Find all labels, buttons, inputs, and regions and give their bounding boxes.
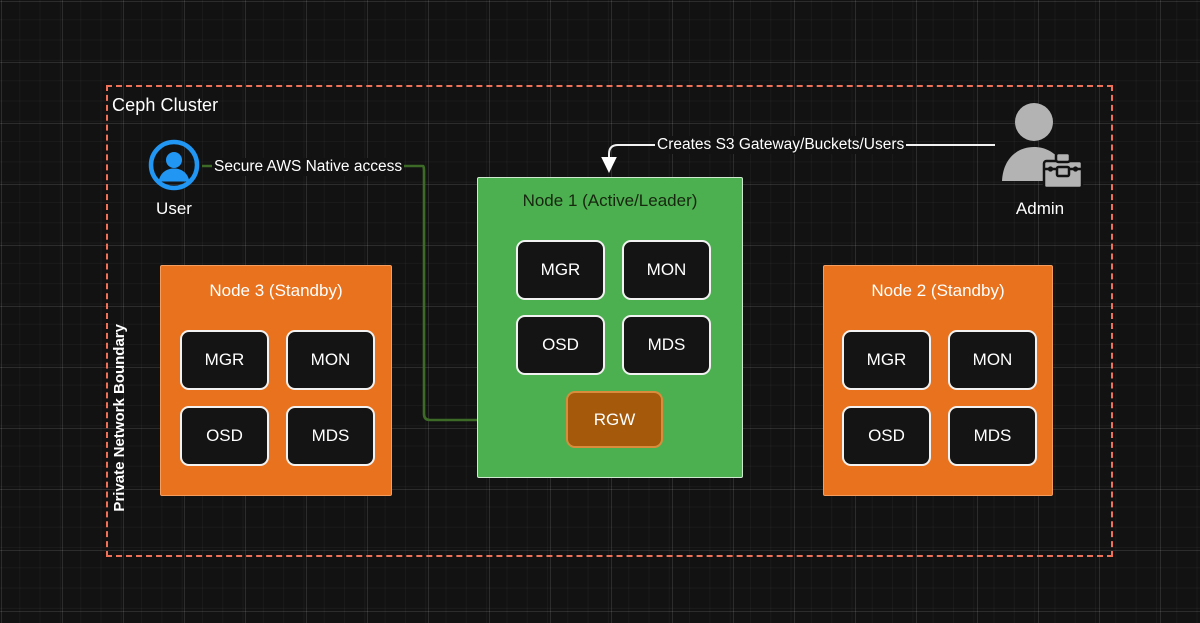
node-1-service-mds[interactable]: MDS [622, 315, 711, 375]
ceph-cluster-boundary [106, 85, 1113, 557]
node-1-service-mon[interactable]: MON [622, 240, 711, 300]
node-3-service-mon[interactable]: MON [286, 330, 375, 390]
user-icon[interactable] [148, 139, 200, 191]
admin-label: Admin [1015, 199, 1065, 218]
node-2-title: Node 2 (Standby) [871, 281, 1005, 300]
node-3-service-mds[interactable]: MDS [286, 406, 375, 466]
user-label: User [156, 199, 192, 218]
node-2-box[interactable]: Node 2 (Standby) MGR MON OSD MDS [823, 265, 1053, 496]
edge-label-creates-s3-gateway: Creates S3 Gateway/Buckets/Users [655, 136, 907, 154]
node-1-service-mgr[interactable]: MGR [516, 240, 605, 300]
edge-label-secure-aws-native-access: Secure AWS Native access [212, 158, 405, 176]
node-2-service-mon[interactable]: MON [948, 330, 1037, 390]
node-1-title: Node 1 (Active/Leader) [522, 191, 698, 210]
node-2-service-mds[interactable]: MDS [948, 406, 1037, 466]
ceph-cluster-title: Ceph Cluster [112, 95, 219, 115]
node-3-service-mgr[interactable]: MGR [180, 330, 269, 390]
node-3-title: Node 3 (Standby) [209, 281, 343, 300]
node-3-box[interactable]: Node 3 (Standby) MGR MON OSD MDS [160, 265, 392, 496]
node-3-service-osd[interactable]: OSD [180, 406, 269, 466]
node-1-service-rgw[interactable]: RGW [566, 391, 663, 448]
node-1-box[interactable]: Node 1 (Active/Leader) MGR MON OSD MDS R… [477, 177, 743, 478]
admin-toolbox-icon[interactable] [998, 103, 1084, 190]
node-2-service-mgr[interactable]: MGR [842, 330, 931, 390]
node-2-service-osd[interactable]: OSD [842, 406, 931, 466]
node-1-service-osd[interactable]: OSD [516, 315, 605, 375]
private-network-boundary-label: Private Network Boundary [111, 324, 128, 512]
